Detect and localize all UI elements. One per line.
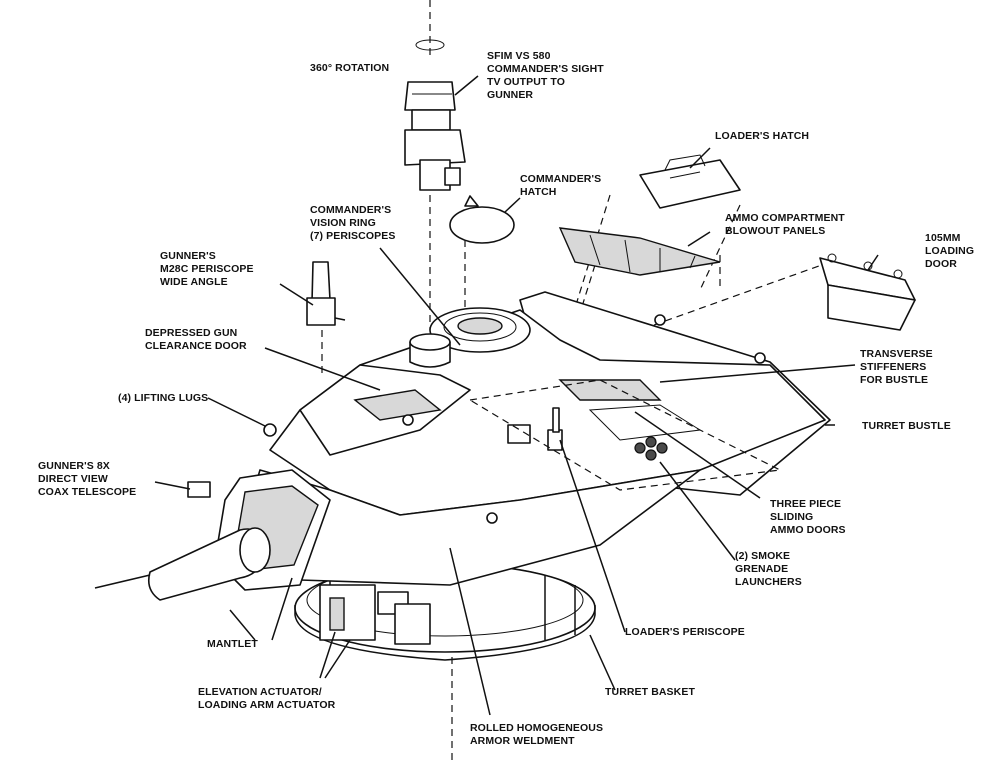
label-armor-weldment: ROLLED HOMOGENEOUS ARMOR WELDMENT <box>470 722 604 747</box>
mantlet-and-gun <box>94 469 331 601</box>
label-commanders-sight: SFIM VS 580 COMMANDER'S SIGHT TV OUTPUT … <box>487 50 604 101</box>
leader-lines <box>154 75 879 716</box>
commanders-sight <box>404 39 466 191</box>
label-smoke-launchers: (2) SMOKE GRENADE LAUNCHERS <box>735 550 802 588</box>
label-turret-bustle: TURRET BUSTLE <box>862 420 951 432</box>
loading-door <box>819 253 916 331</box>
loaders-hatch <box>639 154 741 209</box>
label-coax-telescope: GUNNER'S 8X DIRECT VIEW COAX TELESCOPE <box>38 460 137 498</box>
label-loaders-periscope: LOADER'S PERISCOPE <box>625 626 745 638</box>
commanders-hatch <box>449 195 515 244</box>
label-ammo-doors: THREE PIECE SLIDING AMMO DOORS <box>770 498 846 536</box>
label-gun-clearance-door: DEPRESSED GUN CLEARANCE DOOR <box>145 327 247 352</box>
label-lifting-lugs: (4) LIFTING LUGS <box>118 392 209 404</box>
elevation-actuator <box>319 584 431 645</box>
label-105mm-loading-door: 105MM LOADING DOOR <box>925 232 975 270</box>
label-commanders-vision-ring: COMMANDER'S VISION RING (7) PERISCOPES <box>310 204 396 242</box>
label-transverse-stiffeners: TRANSVERSE STIFFENERS FOR BUSTLE <box>860 348 933 386</box>
label-turret-basket: TURRET BASKET <box>605 686 695 698</box>
turret-body <box>244 291 831 586</box>
gunners-periscope <box>306 261 346 326</box>
label-mantlet: MANTLET <box>207 638 258 650</box>
blowout-panels <box>558 227 721 276</box>
label-360-rotation: 360° ROTATION <box>310 62 390 74</box>
label-ammo-blowout-panels: AMMO COMPARTMENT BLOWOUT PANELS <box>725 212 845 237</box>
label-elevation-actuator: ELEVATION ACTUATOR/ LOADING ARM ACTUATOR <box>198 686 336 711</box>
label-commanders-hatch: COMMANDER'S HATCH <box>520 173 602 198</box>
label-loaders-hatch: LOADER'S HATCH <box>715 130 810 142</box>
label-gunners-periscope: GUNNER'S M28C PERISCOPE WIDE ANGLE <box>160 250 254 288</box>
